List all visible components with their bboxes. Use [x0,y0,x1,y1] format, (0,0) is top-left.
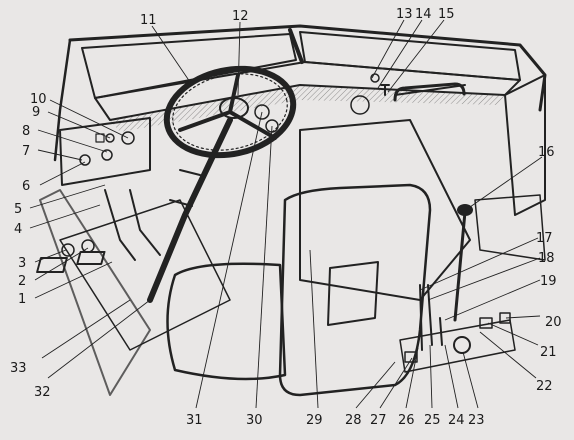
callout-33: 33 [10,361,27,376]
callout-8: 8 [22,124,30,139]
callout-20: 20 [545,315,562,330]
callout-21: 21 [540,345,557,360]
callout-1: 1 [18,292,26,307]
callout-5: 5 [14,202,22,217]
callout-13: 13 [396,7,413,22]
callout-30: 30 [246,413,263,428]
gear-controls [399,194,546,373]
switch-knob-icon [101,149,113,161]
callout-32: 32 [34,385,51,400]
callout-23: 23 [468,413,485,428]
callout-15: 15 [438,7,455,22]
callout-26: 26 [398,413,415,428]
callout-10: 10 [30,92,47,107]
gear-lever-icon [457,204,473,216]
callout-27: 27 [370,413,387,428]
gauge-icon [350,95,370,115]
callout-6: 6 [22,179,30,194]
switch-knob-icon [121,131,135,145]
engine-cover [299,119,471,301]
steering-column [147,117,233,303]
callout-14: 14 [415,7,432,22]
callout-11: 11 [140,13,157,28]
callout-22: 22 [536,379,553,394]
callout-24: 24 [448,413,465,428]
callout-labels: 1 2 3 4 5 6 7 8 9 10 11 12 13 14 15 16 1… [10,7,562,428]
callout-12: 12 [232,9,249,24]
callout-16: 16 [538,145,555,160]
callout-31: 31 [186,413,203,428]
dashboard-instruments [350,73,390,115]
callout-4: 4 [14,222,22,237]
callout-9: 9 [32,105,40,120]
pedal-icon [76,251,106,265]
callout-3: 3 [18,256,26,271]
callout-25: 25 [424,413,441,428]
callout-leaders [29,19,543,409]
right-door-pillar [393,74,546,216]
pedals [36,189,161,273]
pedal-icon [36,257,68,273]
callout-29: 29 [306,413,323,428]
floor [39,189,231,396]
callout-2: 2 [18,274,26,289]
callout-7: 7 [22,144,30,159]
steering-wheel-icon [163,65,297,159]
seat-icon [166,183,432,397]
callout-18: 18 [538,251,555,266]
callout-17: 17 [536,231,553,246]
callout-19: 19 [540,274,557,289]
callout-28: 28 [345,413,362,428]
